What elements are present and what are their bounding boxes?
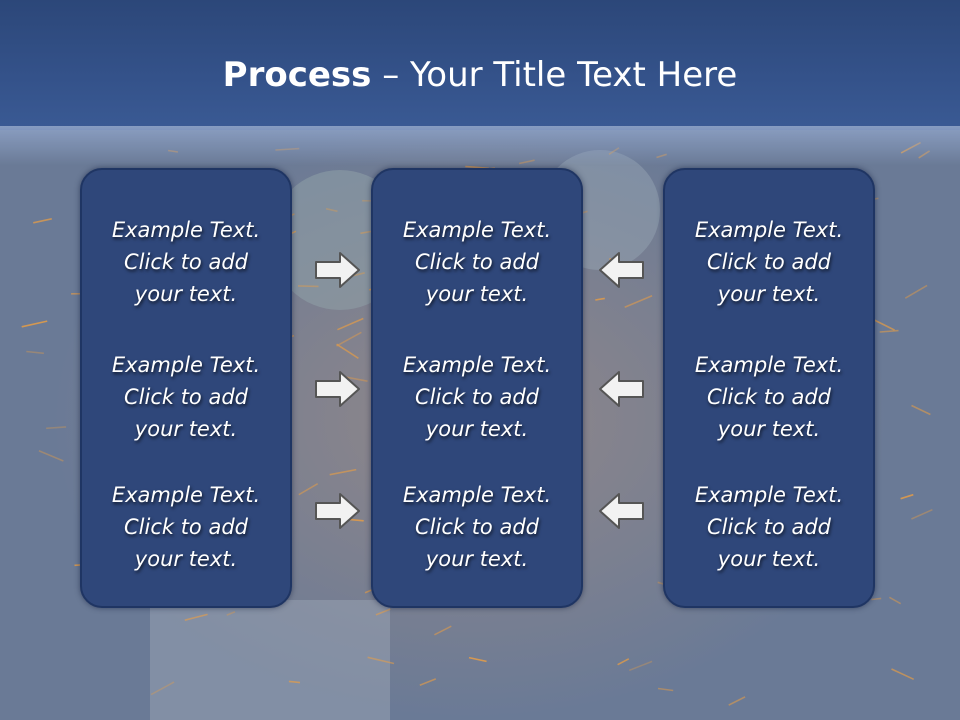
text-line: Click to add [706, 385, 831, 409]
spark-streak [21, 320, 48, 328]
text-line: Example Text. [111, 353, 261, 377]
spark-streak [26, 350, 44, 355]
right-arrow-icon [315, 252, 360, 288]
spark-streak [297, 285, 319, 288]
text-line: Click to add [123, 250, 248, 274]
spark-streak [336, 331, 362, 347]
spark-streak [889, 596, 902, 605]
spark-streak [595, 297, 605, 301]
text-line: your text. [717, 417, 821, 441]
text-line: Click to add [123, 515, 248, 539]
spark-streak [336, 343, 359, 359]
panel-text-block[interactable]: Example Text. Click to add your text. [373, 349, 581, 445]
text-line: Example Text. [402, 353, 552, 377]
spark-streak [873, 319, 895, 331]
text-line: Example Text. [111, 483, 261, 507]
spark-streak [628, 660, 653, 672]
spark-streak [871, 597, 882, 601]
spark-streak [879, 329, 899, 333]
text-line: Example Text. [694, 218, 844, 242]
process-panel-center[interactable]: Example Text. Click to add your text. Ex… [371, 168, 583, 608]
spark-streak [904, 284, 928, 299]
text-line: your text. [717, 282, 821, 306]
spark-streak [419, 678, 437, 686]
right-arrow-icon [315, 371, 360, 407]
text-line: Click to add [414, 250, 539, 274]
spark-streak [434, 625, 452, 636]
spark-streak [184, 613, 208, 621]
left-arrow-icon [599, 252, 644, 288]
spark-streak [329, 468, 357, 476]
spark-streak [728, 696, 746, 706]
text-line: Click to add [123, 385, 248, 409]
spark-streak [911, 404, 931, 416]
spark-streak [891, 668, 915, 681]
text-line: Example Text. [111, 218, 261, 242]
left-arrow-icon [599, 493, 644, 529]
panel-text-block[interactable]: Example Text. Click to add your text. [82, 349, 290, 445]
spark-streak [617, 658, 630, 666]
spark-streak [468, 656, 487, 663]
text-line: Click to add [414, 385, 539, 409]
title-bold-word: Process [222, 55, 372, 95]
right-arrow-icon [315, 493, 360, 529]
spark-streak [150, 681, 175, 696]
text-line: Example Text. [402, 483, 552, 507]
panel-text-block[interactable]: Example Text. Click to add your text. [82, 479, 290, 575]
text-line: your text. [425, 547, 529, 571]
text-line: your text. [717, 547, 821, 571]
text-line: your text. [134, 547, 238, 571]
text-line: your text. [134, 282, 238, 306]
left-arrow-icon [599, 371, 644, 407]
panel-text-block[interactable]: Example Text. Click to add your text. [82, 214, 290, 310]
text-line: Example Text. [694, 483, 844, 507]
text-line: your text. [134, 417, 238, 441]
spark-streak [900, 493, 914, 500]
spark-streak [325, 207, 338, 213]
spark-streak [298, 483, 319, 496]
text-line: Click to add [706, 250, 831, 274]
spark-streak [367, 656, 395, 665]
text-line: Click to add [706, 515, 831, 539]
spark-streak [337, 317, 364, 331]
panel-text-block[interactable]: Example Text. Click to add your text. [665, 349, 873, 445]
title-dash: – [371, 55, 411, 95]
spark-streak [911, 508, 933, 520]
title-text: Your Title Text Here [410, 55, 738, 95]
panel-text-block[interactable]: Example Text. Click to add your text. [665, 479, 873, 575]
slide-title[interactable]: Process – Your Title Text Here [0, 52, 960, 98]
spark-streak [46, 426, 67, 430]
spark-streak [38, 450, 64, 462]
spark-streak [375, 608, 391, 616]
spark-streak [624, 295, 653, 309]
panel-text-block[interactable]: Example Text. Click to add your text. [665, 214, 873, 310]
process-panel-left[interactable]: Example Text. Click to add your text. Ex… [80, 168, 292, 608]
title-bar-fade [0, 126, 960, 166]
text-line: Example Text. [402, 218, 552, 242]
text-line: your text. [425, 282, 529, 306]
spark-streak [657, 687, 674, 692]
text-line: Click to add [414, 515, 539, 539]
spark-streak [288, 680, 301, 684]
panel-text-block[interactable]: Example Text. Click to add your text. [373, 214, 581, 310]
spark-streak [226, 610, 236, 616]
title-bar [0, 0, 960, 130]
process-panel-right[interactable]: Example Text. Click to add your text. Ex… [663, 168, 875, 608]
spark-streak [33, 218, 52, 224]
text-line: your text. [425, 417, 529, 441]
panel-text-block[interactable]: Example Text. Click to add your text. [373, 479, 581, 575]
text-line: Example Text. [694, 353, 844, 377]
